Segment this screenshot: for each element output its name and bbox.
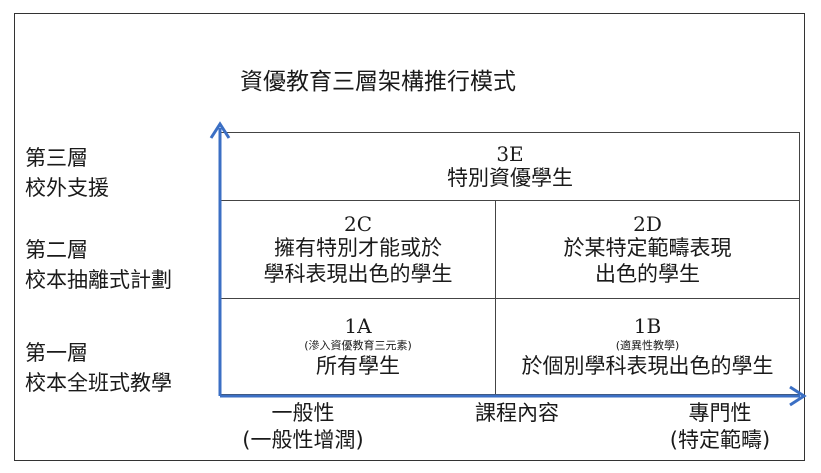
cell-1B-note: (適異性教學) [615, 338, 680, 352]
cell-1A-text: 所有學生 [316, 354, 400, 379]
cell-2D-line1: 於某特定範疇表現 [563, 236, 732, 261]
layer-2-label: 第二層 校本抽離式計劃 [25, 235, 172, 295]
diagram-frame [14, 13, 805, 461]
x-axis-title: 課程內容 [475, 401, 559, 425]
cell-1B-code: 1B [633, 313, 662, 338]
cell-2D-line2: 出色的學生 [595, 261, 700, 286]
x-axis-right-line1: 專門性 [688, 401, 752, 425]
x-axis-left-line1: 一般性 [271, 401, 335, 425]
x-axis-left-label: 一般性 (一般性增潤) [238, 400, 368, 454]
cell-1B-text: 於個別學科表現出色的學生 [521, 354, 774, 379]
layer-1-desc: 校本全班式教學 [25, 371, 172, 395]
x-axis-right-line2: (特定範疇) [669, 428, 771, 452]
x-axis-left-line2: (一般性增潤) [242, 428, 364, 452]
layer-1-name: 第一層 [25, 341, 88, 365]
cell-2C-code: 2C [343, 212, 373, 237]
x-axis-right-label: 專門性 (特定範疇) [650, 400, 790, 454]
cell-1A-code: 1A [344, 313, 372, 338]
cell-2C-line1: 擁有特別才能或於 [274, 236, 442, 261]
layer-3-name: 第三層 [25, 146, 88, 170]
y-axis-arrowhead [209, 121, 231, 139]
layer-3-desc: 校外支援 [25, 176, 109, 200]
cell-3E-text: 特別資優學生 [447, 165, 573, 190]
layer-3-label: 第三層 校外支援 [25, 143, 109, 203]
cell-1A: 1A (滲入資優教育三元素) 所有學生 [220, 298, 496, 395]
cell-1A-note: (滲入資優教育三元素) [304, 338, 412, 352]
layer-2-name: 第二層 [25, 238, 88, 262]
x-axis-arrowhead [789, 385, 807, 407]
diagram-title: 資優教育三層架構推行模式 [240, 69, 516, 95]
cell-2D-code: 2D [633, 212, 662, 237]
layer-2-desc: 校本抽離式計劃 [25, 268, 172, 292]
cell-3E-code: 3E [496, 141, 524, 166]
cell-2C-line2: 學科表現出色的學生 [263, 261, 453, 286]
layer-1-label: 第一層 校本全班式教學 [25, 338, 172, 398]
